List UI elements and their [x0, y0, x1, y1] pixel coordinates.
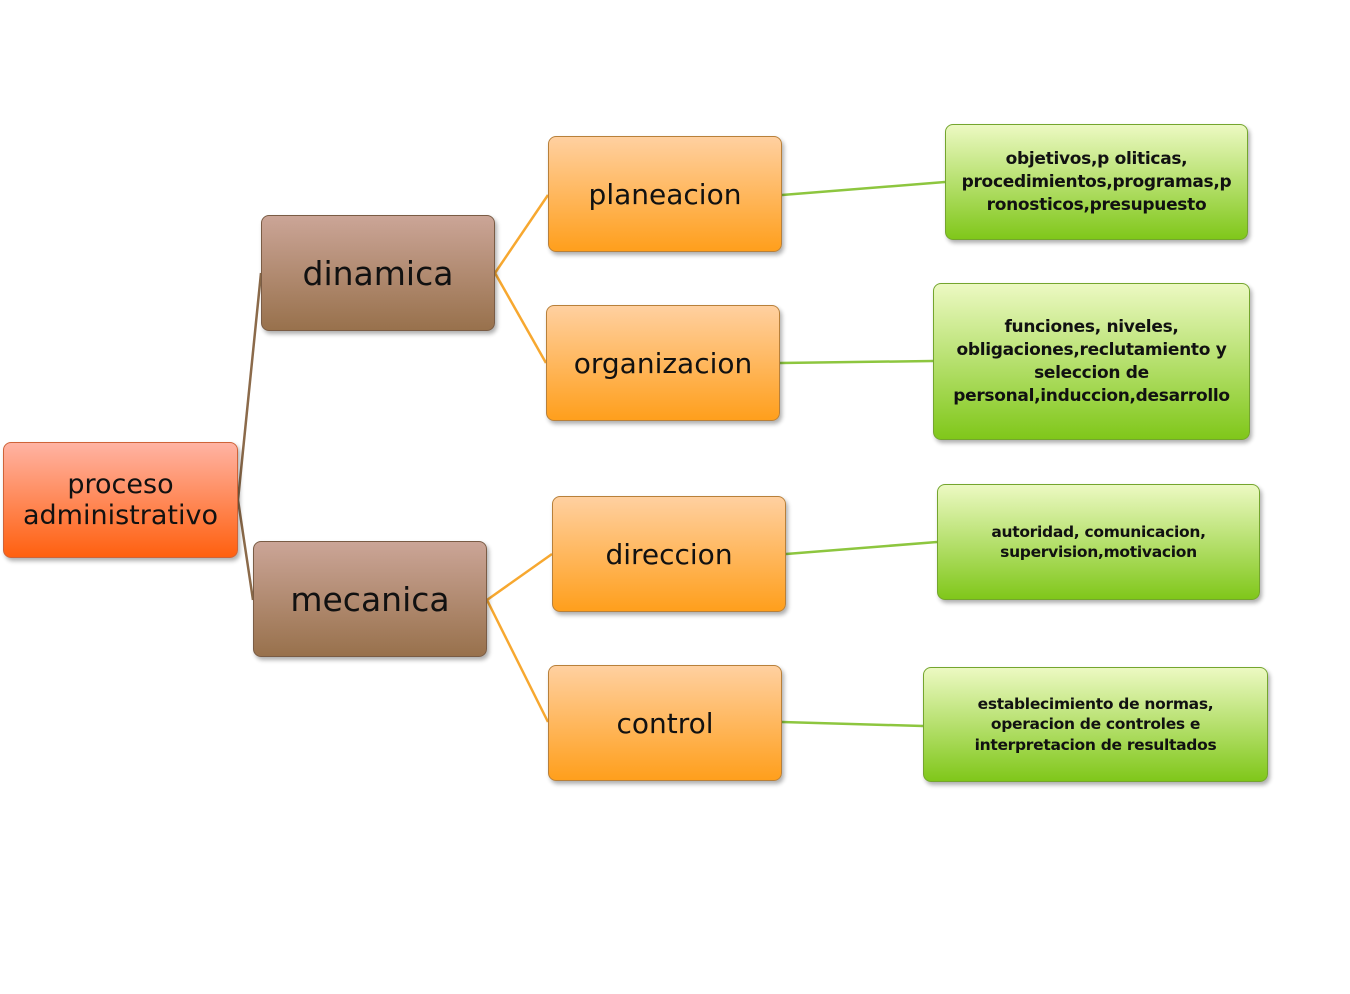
connector-mecanica-direccion [486, 552, 553, 602]
stage-node-organizacion: organizacion [546, 305, 780, 421]
stage-label: planeacion [588, 177, 742, 211]
stage-label: organizacion [573, 346, 753, 380]
detail-line: funciones, niveles, [1004, 316, 1179, 337]
detail-node-organizacion: funciones, niveles, obligaciones,recluta… [933, 283, 1250, 440]
root-label-line: administrativo [23, 500, 218, 531]
detail-line: operacion de controles e [990, 715, 1201, 734]
root-label-line: proceso [67, 469, 174, 500]
detail-line: interpretacion de resultados [974, 735, 1217, 754]
connector-planeacion-detail [781, 180, 946, 197]
detail-line: ronosticos,presupuesto [986, 194, 1207, 215]
detail-line: autoridad, comunicacion, [991, 523, 1206, 541]
detail-line: objetivos,p oliticas, [1005, 148, 1188, 169]
connector-dinamica-planeacion [493, 194, 550, 274]
connector-mecanica-control [485, 599, 550, 723]
stage-node-planeacion: planeacion [548, 136, 782, 252]
detail-node-control: establecimiento de normas, operacion de … [923, 667, 1268, 782]
stage-label: direccion [605, 537, 733, 571]
connector-direccion-detail [785, 540, 938, 556]
detail-line: establecimiento de normas, [977, 694, 1214, 713]
connector-dinamica-organizacion [493, 272, 548, 364]
branch-node-mecanica: mecanica [253, 541, 487, 657]
detail-line: supervision,motivacion [1000, 543, 1197, 561]
stage-label: control [616, 706, 714, 740]
branch-label: dinamica [302, 253, 454, 293]
branch-node-dinamica: dinamica [261, 215, 495, 331]
connector-organizacion-detail [779, 359, 934, 365]
detail-line: obligaciones,reclutamiento y [956, 339, 1227, 360]
root-node-proceso-administrativo: proceso administrativo [3, 442, 238, 558]
detail-node-planeacion: objetivos,p oliticas, procedimientos,pro… [945, 124, 1248, 240]
connector-root-mecanica [236, 499, 255, 601]
detail-node-direccion: autoridad, comunicacion, supervision,mot… [937, 484, 1260, 600]
connector-root-dinamica [236, 272, 263, 501]
detail-line: seleccion de [1034, 362, 1149, 383]
stage-node-direccion: direccion [552, 496, 786, 612]
connector-control-detail [781, 720, 924, 728]
branch-label: mecanica [290, 579, 450, 619]
detail-line: personal,induccion,desarrollo [953, 385, 1230, 406]
detail-line: procedimientos,programas,p [961, 171, 1232, 192]
stage-node-control: control [548, 665, 782, 781]
